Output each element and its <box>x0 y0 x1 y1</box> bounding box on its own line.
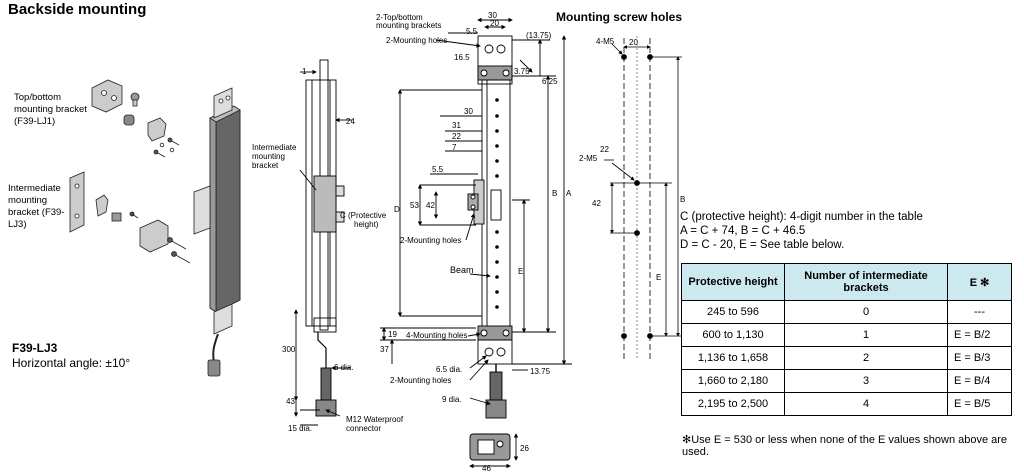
dim-front-E: E <box>518 267 523 276</box>
cell-brackets: 0 <box>784 300 948 324</box>
table-header-row: Protective height Number of intermediate… <box>681 263 1012 301</box>
dim-holes-E: E <box>656 273 661 282</box>
dim-front-5-5: 5.5 <box>466 27 478 36</box>
cell-height: 1,136 to 1,658 <box>681 346 785 370</box>
label-mounting-holes-top: 2-Mounting holes <box>386 36 447 45</box>
dim-front-31: 31 <box>452 121 461 130</box>
dim-side-300: 300 <box>282 345 296 354</box>
table-row: 1,136 to 1,658 2 E = B/3 <box>681 346 1012 370</box>
dim-front-42: 42 <box>426 201 435 210</box>
horizontal-angle-label: Horizontal angle: ±10° <box>12 356 131 370</box>
dim-front-13-75: 13.75 <box>530 367 551 376</box>
model-label: F39-LJ3 <box>12 341 58 355</box>
label-mounting-holes-mid: 2-Mounting holes <box>400 236 461 245</box>
dim-front-9dia: 9 dia. <box>442 395 462 404</box>
dim-front-20-top: 20 <box>490 19 499 28</box>
dim-side-43: 43 <box>286 397 295 406</box>
label-top-bottom-bracket-part: Top/bottom mounting bracket (F39-LJ1) <box>14 92 87 127</box>
dim-side-6dia: 6 dia. <box>334 363 354 372</box>
table-row: 2,195 to 2,500 4 E = B/5 <box>681 392 1012 416</box>
dim-front-6-5dia: 6.5 dia. <box>436 365 462 374</box>
dim-holes-22: 22 <box>600 145 609 154</box>
cell-brackets: 4 <box>784 392 948 416</box>
dim-holes-2m5: 2-M5 <box>579 154 598 163</box>
dim-front-46: 46 <box>482 464 491 472</box>
dim-front-16-5: 16.5 <box>454 53 470 62</box>
dim-front-30: 30 <box>464 107 473 116</box>
note-formula-ab: A = C + 74, B = C + 46.5 <box>680 225 806 237</box>
note-protective-height: C (protective height): 4-digit number in… <box>680 211 923 223</box>
dim-front-3-75: 3.75 <box>514 67 530 76</box>
side-view-drawing <box>293 59 352 426</box>
light-curtain-3d-illustration <box>193 87 241 377</box>
table-row: 245 to 596 0 --- <box>681 300 1012 324</box>
screw-holes-title: Mounting screw holes <box>556 10 683 24</box>
cell-brackets: 2 <box>784 346 948 370</box>
dim-holes-20: 20 <box>629 38 638 47</box>
beam-markers <box>495 98 499 309</box>
top-bracket-parts-illustration <box>91 79 180 158</box>
intermediate-bracket-parts-illustration <box>69 171 191 264</box>
dim-front-B: B <box>552 189 557 198</box>
header-protective-height: Protective height <box>681 263 785 301</box>
screw-holes-drawing <box>604 36 682 360</box>
label-mounting-holes-bot: 2-Mounting holes <box>390 376 451 385</box>
cell-height: 2,195 to 2,500 <box>681 392 785 416</box>
table-row: 1,660 to 2,180 3 E = B/4 <box>681 369 1012 393</box>
dim-front-A: A <box>566 189 572 198</box>
cell-e: E = B/2 <box>947 323 1012 347</box>
protective-height-table: Protective height Number of intermediate… <box>681 263 1012 416</box>
table-row: 600 to 1,130 1 E = B/2 <box>681 323 1012 347</box>
table-footnote: ✻Use E = 530 or less when none of the E … <box>682 434 1008 458</box>
page-title: Backside mounting <box>8 1 147 18</box>
front-view-drawing <box>380 17 572 469</box>
dim-front-26: 26 <box>520 444 529 453</box>
dim-front-22: 22 <box>452 132 461 141</box>
dim-front-37: 37 <box>380 345 389 354</box>
dim-front-30-top: 30 <box>488 11 497 20</box>
note-formula-de: D = C - 20, E = See table below. <box>680 239 845 251</box>
header-intermediate-brackets: Number of intermediate brackets <box>784 263 948 301</box>
dim-front-6-25: 6.25 <box>542 77 558 86</box>
dim-front-D: D <box>394 205 400 214</box>
dim-front-5-5b: 5.5 <box>432 165 444 174</box>
cell-e: --- <box>947 300 1012 324</box>
dim-side-15dia: 15 dia. <box>288 424 312 433</box>
cell-height: 1,660 to 2,180 <box>681 369 785 393</box>
label-beam: Beam <box>450 265 474 275</box>
header-e: E ✻ <box>947 263 1012 301</box>
dim-side-24: 24 <box>346 117 355 126</box>
label-four-mounting-holes: 4-Mounting holes <box>406 331 467 340</box>
dim-front-19: 19 <box>388 330 397 339</box>
cell-e: E = B/3 <box>947 346 1012 370</box>
dim-front-53: 53 <box>410 201 419 210</box>
cell-brackets: 1 <box>784 323 948 347</box>
dim-side-1: 1 <box>302 67 307 76</box>
label-intermediate-bracket-part: Intermediate mounting bracket (F39-LJ3) <box>8 183 65 230</box>
cell-height: 245 to 596 <box>681 300 785 324</box>
cell-e: E = B/5 <box>947 392 1012 416</box>
dim-front-13-75-paren: (13.75) <box>526 31 552 40</box>
dim-holes-4m5: 4-M5 <box>596 37 615 46</box>
dim-holes-42: 42 <box>592 199 601 208</box>
dim-holes-B: B <box>680 195 685 204</box>
dim-front-7: 7 <box>452 143 457 152</box>
cell-height: 600 to 1,130 <box>681 323 785 347</box>
cell-brackets: 3 <box>784 369 948 393</box>
cell-e: E = B/4 <box>947 369 1012 393</box>
